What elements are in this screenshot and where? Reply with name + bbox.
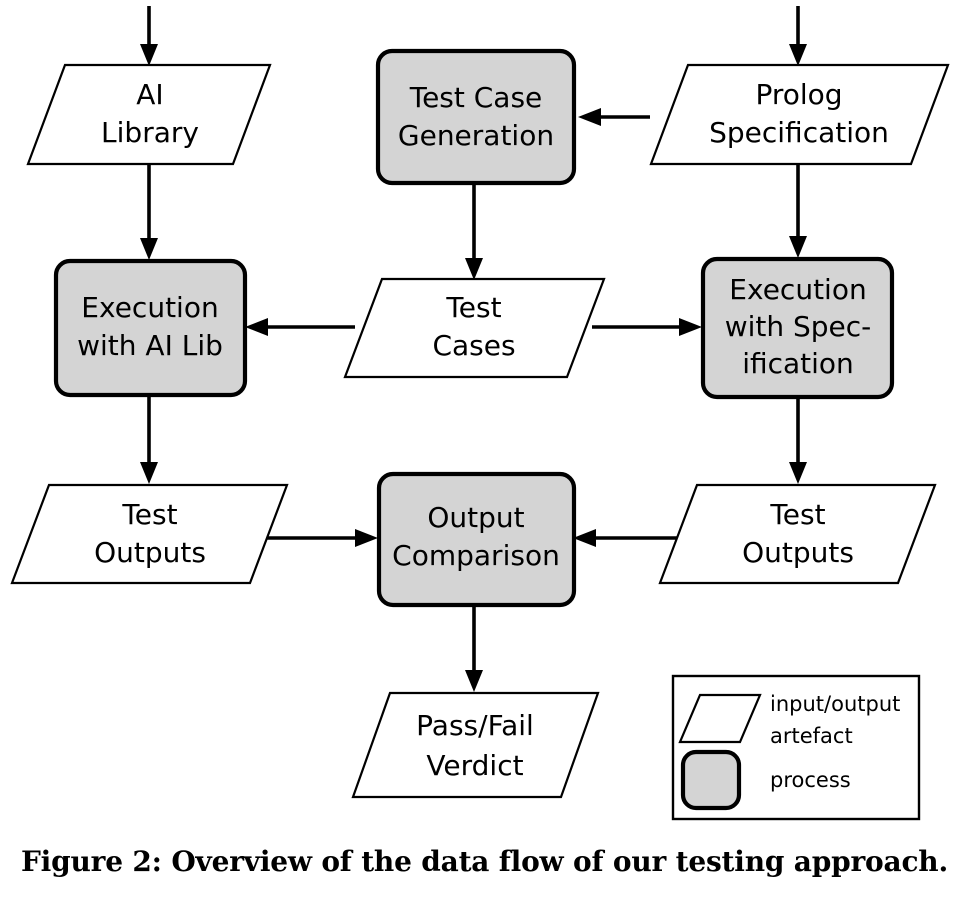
edge-prolog-to-execution-specification (789, 165, 807, 258)
edge-execution-ai-lib-to-test-outputs-left (140, 397, 158, 484)
edge-test-outputs-left-to-output-comparison (265, 529, 378, 547)
legend-artefact-label-line2: artefact (770, 724, 853, 748)
ai-library-label-line2: Library (101, 116, 199, 149)
pass-fail-verdict-label-line2: Verdict (426, 749, 523, 782)
figure-caption: Figure 2: Overview of the data flow of o… (21, 845, 948, 878)
execution-with-ai-lib-shape (53, 258, 248, 398)
legend-artefact-swatch-icon (678, 693, 762, 744)
node-prolog-specification[interactable]: Prolog Specification (649, 63, 950, 166)
test-outputs-left-shape (10, 483, 289, 585)
legend-process-swatch-icon (680, 749, 742, 811)
test-outputs-right-label-line2: Outputs (742, 536, 854, 569)
ai-library-shape (26, 63, 272, 166)
execution-with-ai-lib-label-line2: with AI Lib (77, 329, 223, 362)
output-comparison-shape (376, 471, 577, 608)
prolog-specification-label-line2: Specification (709, 116, 889, 149)
test-case-generation-shape (375, 48, 577, 186)
edge-prolog-to-test-case-generation (578, 108, 650, 126)
node-execution-with-specification[interactable]: Execution with Spec- ification (700, 256, 895, 400)
edge-entry-prolog-specification (789, 6, 807, 66)
connectors (140, 6, 807, 692)
execution-with-specification-label-line3: ification (742, 347, 854, 380)
edge-entry-ai-library (140, 6, 158, 66)
node-pass-fail-verdict[interactable]: Pass/Fail Verdict (351, 691, 600, 799)
node-test-case-generation[interactable]: Test Case Generation (375, 48, 577, 186)
test-cases-shape (343, 277, 606, 379)
execution-with-specification-label-line2: with Spec- (725, 310, 872, 343)
prolog-specification-shape (649, 63, 950, 166)
prolog-specification-label-line1: Prolog (755, 78, 842, 111)
legend-process-label: process (770, 768, 851, 792)
test-outputs-right-label-line1: Test (769, 498, 825, 531)
test-case-generation-label-line1: Test Case (409, 81, 543, 114)
pass-fail-verdict-label-line1: Pass/Fail (416, 709, 534, 742)
node-ai-library[interactable]: AI Library (26, 63, 272, 166)
flowchart-canvas: AI Library Test Case Generation Prolog S… (10, 6, 950, 821)
execution-with-specification-shape (700, 256, 895, 400)
pass-fail-verdict-shape (351, 691, 600, 799)
edge-test-outputs-right-to-output-comparison (573, 529, 680, 547)
test-outputs-left-label-line1: Test (121, 498, 177, 531)
node-test-cases[interactable]: Test Cases (343, 277, 606, 379)
edge-output-comparison-to-pass-fail-verdict (465, 606, 483, 692)
node-output-comparison[interactable]: Output Comparison (376, 471, 577, 608)
legend-artefact-label-line1: input/output (770, 692, 900, 716)
test-case-generation-label-line2: Generation (398, 119, 554, 152)
node-test-outputs-left[interactable]: Test Outputs (10, 483, 289, 585)
output-comparison-label-line1: Output (427, 501, 524, 534)
ai-library-label-line1: AI (136, 78, 163, 111)
edge-ai-library-to-execution-ai-lib (140, 165, 158, 260)
test-cases-label-line1: Test (445, 291, 501, 324)
test-outputs-left-label-line2: Outputs (94, 536, 206, 569)
execution-with-ai-lib-label-line1: Execution (81, 291, 218, 324)
test-outputs-right-shape (658, 483, 937, 585)
edge-test-cases-to-execution-specification (592, 318, 702, 336)
test-cases-label-line2: Cases (432, 329, 515, 362)
legend: input/output artefact process (671, 674, 921, 821)
node-test-outputs-right[interactable]: Test Outputs (658, 483, 937, 585)
edge-test-case-generation-to-test-cases (465, 185, 483, 280)
edge-test-cases-to-execution-ai-lib (245, 318, 355, 336)
output-comparison-label-line2: Comparison (392, 539, 560, 572)
node-execution-with-ai-lib[interactable]: Execution with AI Lib (53, 258, 248, 398)
edge-execution-specification-to-test-outputs-right (789, 398, 807, 484)
execution-with-specification-label-line1: Execution (729, 273, 866, 306)
